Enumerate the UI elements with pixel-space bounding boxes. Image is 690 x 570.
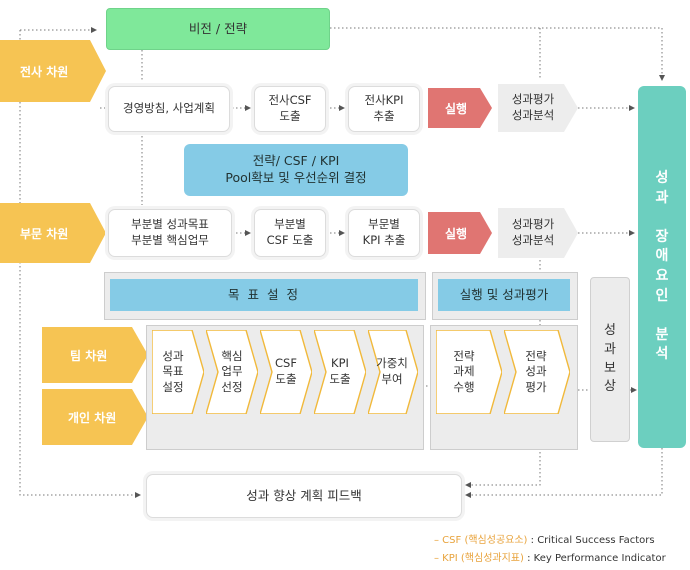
company-step-plan: 경영방침, 사업계획 [108, 86, 230, 132]
legend-kpi-def: : Key Performance Indicator [527, 553, 666, 564]
vision-strategy-box: 비전 / 전략 [106, 8, 330, 50]
company-level-label: 전사 차원 [0, 40, 106, 102]
legend-csf-term: – CSF (핵심성공요소) [434, 535, 528, 546]
legend-kpi: – KPI (핵심성과지표) : Key Performance Indicat… [434, 549, 666, 564]
dept-step-kpi: 부문별 KPI 추출 [348, 209, 420, 257]
feedback-box: 성과 향상 계획 피드백 [146, 474, 462, 518]
dept-step-csf: 부분별 CSF 도출 [254, 209, 326, 257]
performance-analysis-box: 성 과 장 애 요 인 분 석 [638, 86, 686, 448]
goal-step-label: 성과 목표 설정 [162, 348, 184, 394]
goal-step-chevron: 가중치 부여 [368, 330, 418, 414]
goal-step-chevron: 성과 목표 설정 [152, 330, 204, 414]
goal-step-chevron: CSF 도출 [260, 330, 312, 414]
goal-step-chevron: KPI 도출 [314, 330, 366, 414]
legend-csf-def: : Critical Success Factors [530, 535, 655, 546]
goal-step-label: 가중치 부여 [376, 356, 408, 386]
legend-kpi-term: – KPI (핵심성과지표) [434, 553, 524, 564]
team-level-label: 팀 차원 [42, 327, 148, 383]
goal-step-label: 핵심 업무 선정 [221, 348, 243, 394]
dept-step-goal: 부분별 성과목표 부분별 핵심업무 [108, 209, 232, 257]
strategy-pool-box: 전략/ CSF / KPI Pool확보 및 우선순위 결정 [184, 144, 408, 196]
exec-step-label: 전략 과제 수행 [453, 348, 475, 394]
goal-step-chevron: 핵심 업무 선정 [206, 330, 258, 414]
company-result-arrow: 성과평가 성과분석 [498, 84, 578, 132]
goal-step-label: CSF 도출 [275, 356, 297, 386]
exec-step-label: 전략 성과 평가 [525, 348, 547, 394]
exec-eval-header: 실행 및 성과평가 [438, 279, 570, 311]
company-exec-arrow: 실행 [428, 88, 492, 128]
dept-level-label: 부문 차원 [0, 203, 106, 263]
exec-step-chevron: 전략 과제 수행 [436, 330, 502, 414]
goal-setting-header: 목 표 설 정 [110, 279, 418, 311]
individual-level-label: 개인 차원 [42, 389, 148, 445]
legend-csf: – CSF (핵심성공요소) : Critical Success Factor… [434, 531, 655, 546]
performance-reward-box: 성 과 보 상 [590, 277, 630, 442]
company-step-kpi: 전사KPI 추출 [348, 86, 420, 132]
dept-result-arrow: 성과평가 성과분석 [498, 208, 578, 258]
dept-exec-arrow: 실행 [428, 212, 492, 254]
company-step-csf: 전사CSF 도출 [254, 86, 326, 132]
goal-step-label: KPI 도출 [329, 356, 351, 386]
exec-step-chevron: 전략 성과 평가 [504, 330, 570, 414]
